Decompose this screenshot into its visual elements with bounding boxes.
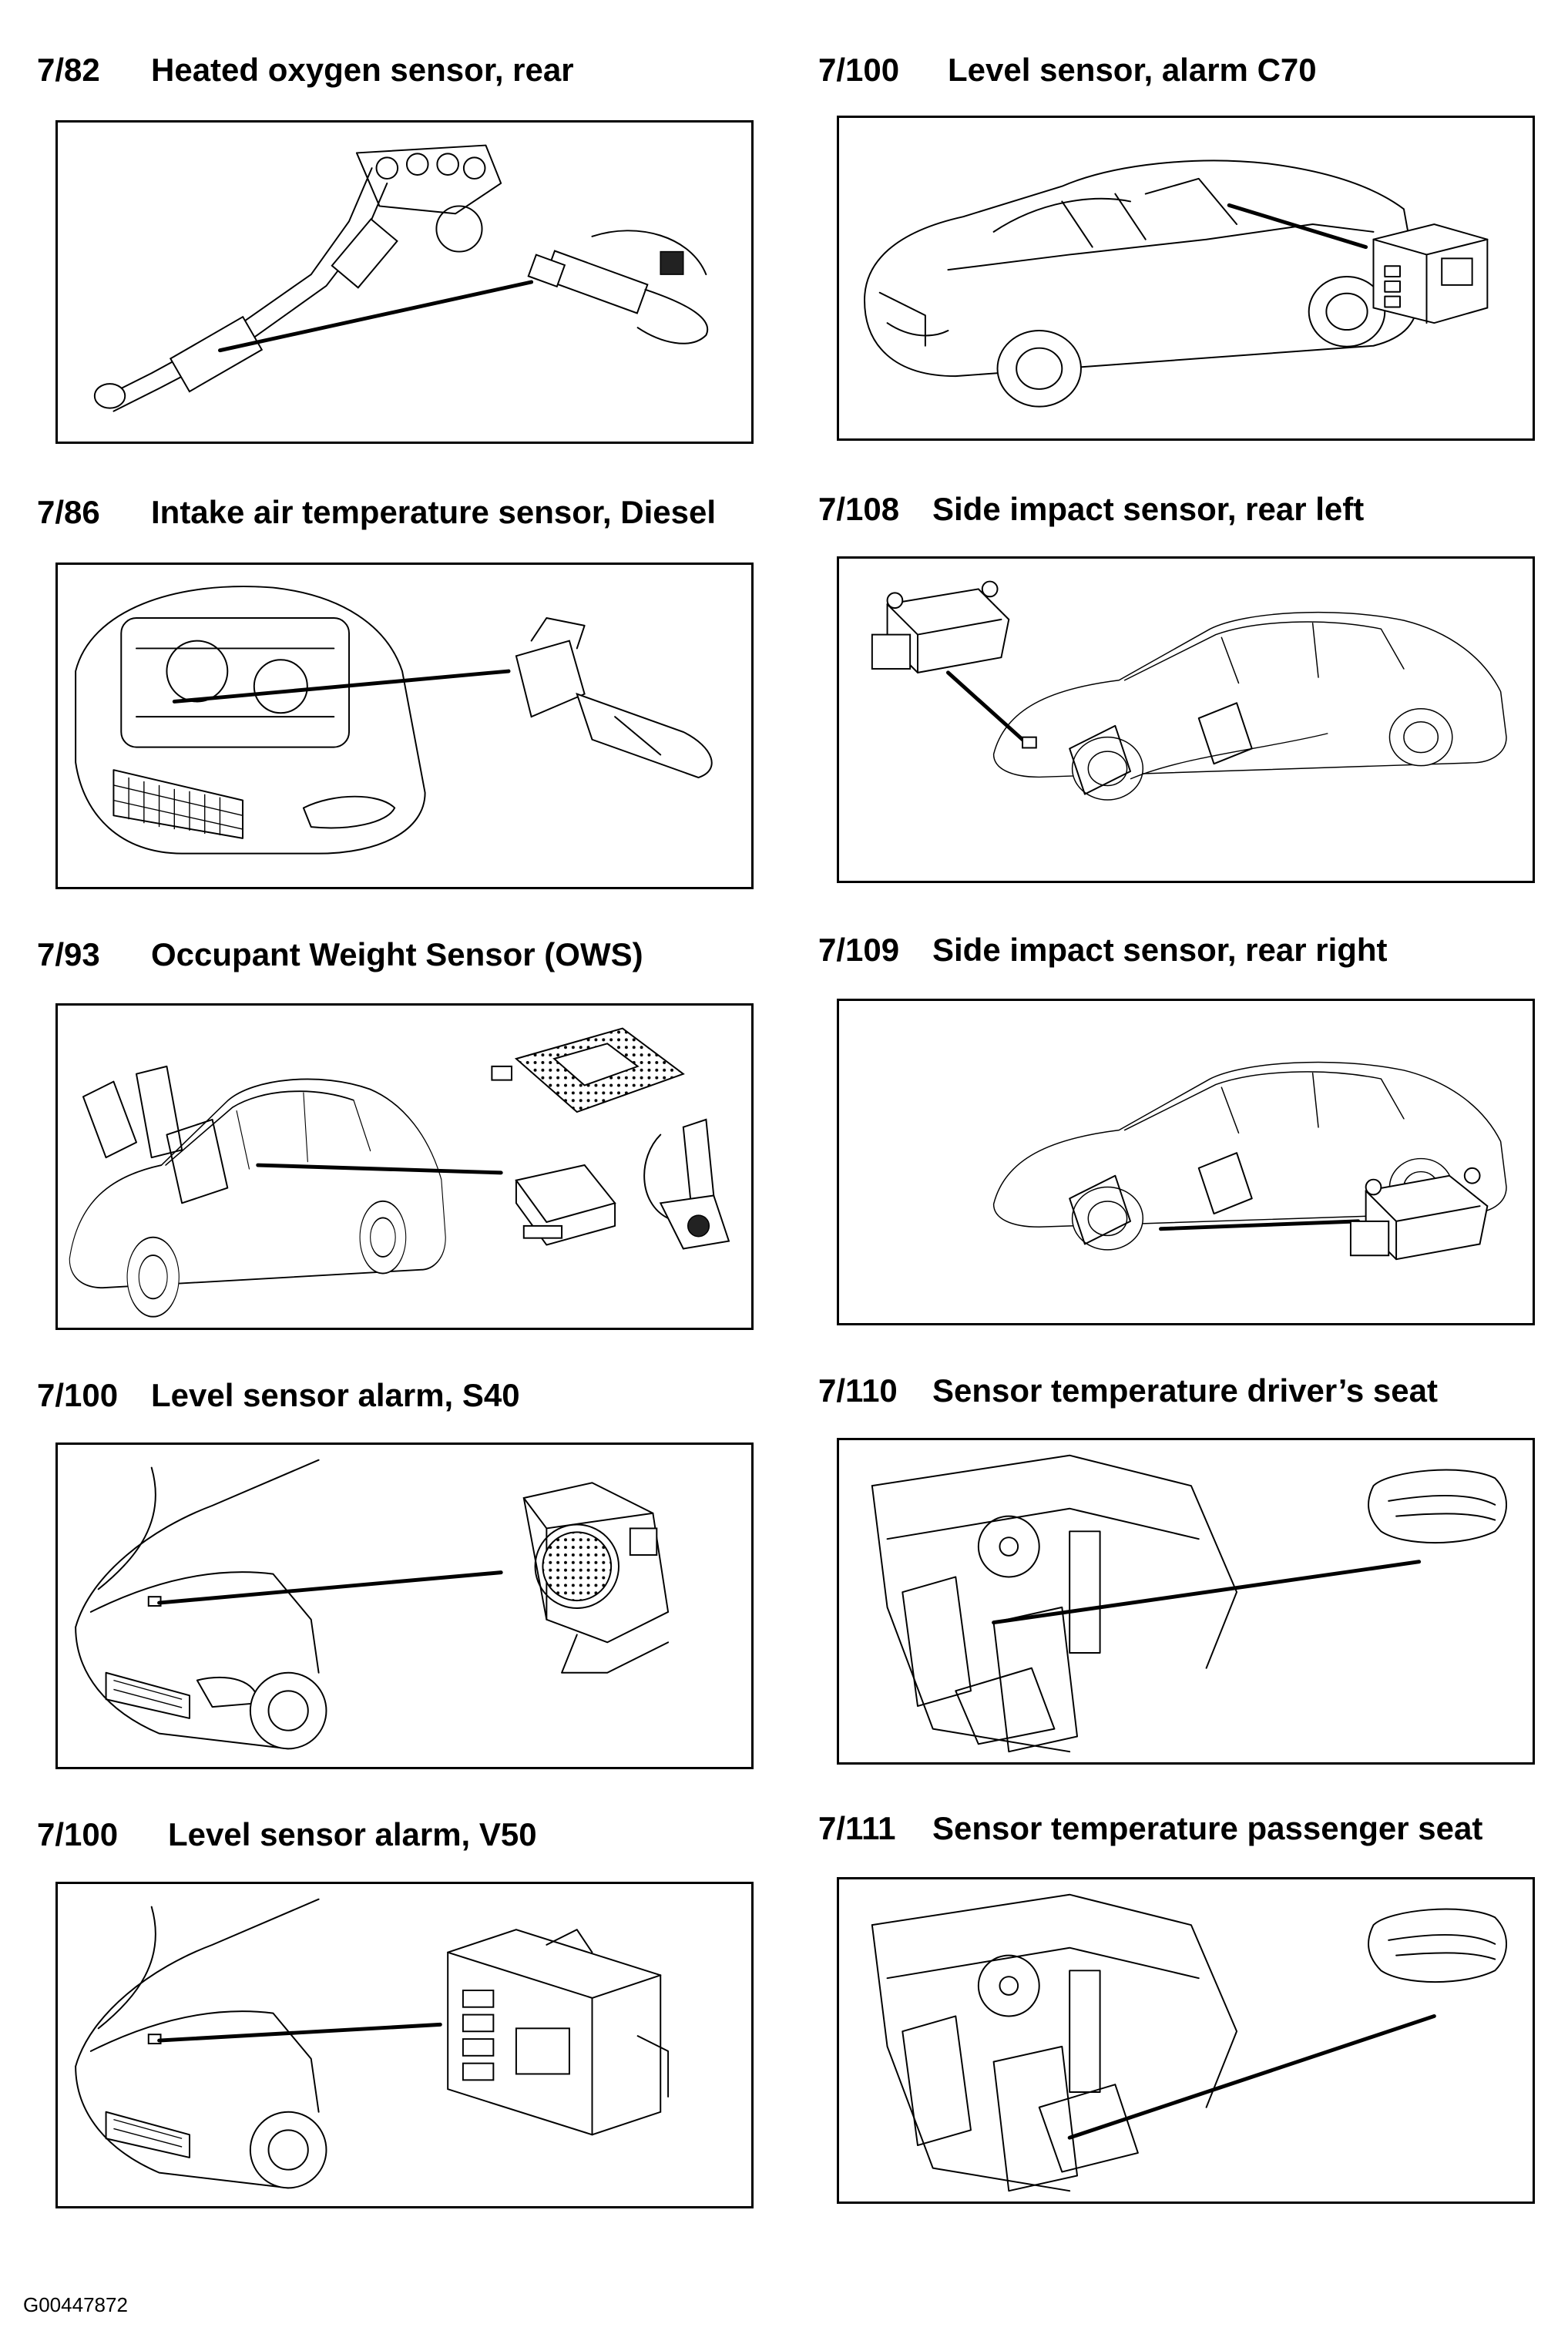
leader-line bbox=[157, 1570, 503, 1605]
side-impact-sensor-right-part bbox=[1349, 1167, 1489, 1261]
panel-label: Level sensor, alarm C70 bbox=[948, 52, 1317, 88]
panel-label: Level sensor alarm, V50 bbox=[168, 1816, 537, 1852]
leader-line bbox=[1227, 203, 1368, 250]
level-sensor-part bbox=[1372, 223, 1489, 324]
leader-line bbox=[1067, 2013, 1436, 2140]
illustration-passenger-seat-temp bbox=[837, 1877, 1535, 2204]
interior-drawing-passenger bbox=[871, 1893, 1508, 2192]
panel-number: 7/100 bbox=[37, 1377, 119, 1413]
illustration-intake-air-sensor bbox=[55, 563, 754, 889]
leader-line bbox=[157, 2022, 442, 2043]
side-impact-sensor-left-part bbox=[871, 580, 1010, 673]
panel-title: 7/100 Level sensor alarm, S40 bbox=[37, 1376, 520, 1415]
panel-title: 7/100 Level sensor alarm, V50 bbox=[37, 1815, 537, 1854]
panel-label: Occupant Weight Sensor (OWS) bbox=[151, 936, 643, 972]
panel-number: 7/86 bbox=[37, 494, 100, 530]
panel-number: 7/100 bbox=[818, 52, 900, 88]
illustration-side-impact-right bbox=[837, 999, 1535, 1325]
illustration-ows bbox=[55, 1003, 754, 1330]
sedan-front-drawing-v50 bbox=[75, 1898, 670, 2189]
panel-number: 7/93 bbox=[37, 936, 100, 972]
panel-label: Side impact sensor, rear left bbox=[932, 491, 1365, 527]
exhaust-pipe-drawing bbox=[93, 144, 709, 412]
panel-title: 7/110 Sensor temperature driver’s seat bbox=[818, 1372, 1438, 1410]
panel-number: 7/108 bbox=[818, 491, 900, 527]
leader-line bbox=[218, 280, 534, 353]
sedan-front-drawing-s40 bbox=[75, 1459, 670, 1750]
seat-cushion-part bbox=[1368, 1469, 1508, 1543]
panel-title: 7/82 Heated oxygen sensor, rear bbox=[37, 51, 574, 89]
illustration-side-impact-left bbox=[837, 556, 1535, 883]
illustration-level-sensor-s40 bbox=[55, 1443, 754, 1769]
level-sensor-v50-part bbox=[447, 1929, 670, 2136]
panel-number: 7/111 bbox=[818, 1810, 896, 1846]
level-sensor-s40-part bbox=[522, 1482, 670, 1674]
illustration-level-sensor-c70 bbox=[837, 116, 1535, 441]
car-seat-drawing bbox=[69, 1027, 730, 1318]
panel-title: 7/86 Intake air temperature sensor, Diese… bbox=[37, 493, 716, 532]
intake-air-sensor-part bbox=[515, 617, 713, 779]
car-xray-drawing-left bbox=[871, 580, 1507, 801]
leader-line bbox=[1159, 1219, 1361, 1231]
illustration-driver-seat-temp bbox=[837, 1438, 1535, 1765]
illustration-level-sensor-v50 bbox=[55, 1882, 754, 2208]
panel-title: 7/109 Side impact sensor, rear right bbox=[818, 931, 1388, 969]
ows-control-unit-part bbox=[515, 1164, 616, 1246]
panel-number: 7/110 bbox=[818, 1372, 898, 1409]
panel-title: 7/100 Level sensor, alarm C70 bbox=[818, 51, 1317, 89]
panel-label: Level sensor alarm, S40 bbox=[151, 1377, 520, 1413]
engine-bay-drawing bbox=[75, 586, 713, 855]
illustration-oxygen-sensor bbox=[55, 120, 754, 444]
panel-title: 7/93 Occupant Weight Sensor (OWS) bbox=[37, 935, 643, 974]
figure-code: G00447872 bbox=[23, 2293, 128, 2316]
panel-label: Sensor temperature driver’s seat bbox=[932, 1372, 1438, 1409]
leader-line bbox=[992, 1560, 1422, 1625]
panel-number: 7/82 bbox=[37, 52, 100, 88]
car-xray-drawing-right bbox=[992, 1061, 1507, 1261]
grille bbox=[112, 769, 243, 839]
seat-cushion-part bbox=[1368, 1908, 1508, 1983]
panel-number: 7/109 bbox=[818, 932, 900, 968]
interior-drawing-driver bbox=[871, 1454, 1508, 1753]
leader-line bbox=[256, 1163, 503, 1175]
panel-label: Side impact sensor, rear right bbox=[932, 932, 1388, 968]
panel-label: Intake air temperature sensor, Diesel bbox=[151, 494, 717, 530]
panel-label: Sensor temperature passenger seat bbox=[932, 1810, 1483, 1846]
ows-seat-bracket-part bbox=[643, 1118, 730, 1250]
leader-line bbox=[172, 669, 511, 704]
panel-title: 7/108 Side impact sensor, rear left bbox=[818, 490, 1364, 529]
panel-label: Heated oxygen sensor, rear bbox=[151, 52, 574, 88]
leader-line bbox=[945, 670, 1026, 744]
panel-title: 7/111 Sensor temperature passenger seat bbox=[818, 1809, 1482, 1848]
panel-number: 7/100 bbox=[37, 1816, 119, 1852]
ows-mat-part bbox=[491, 1027, 685, 1113]
oxygen-sensor-part bbox=[527, 230, 709, 344]
convertible-car-drawing bbox=[864, 160, 1489, 408]
